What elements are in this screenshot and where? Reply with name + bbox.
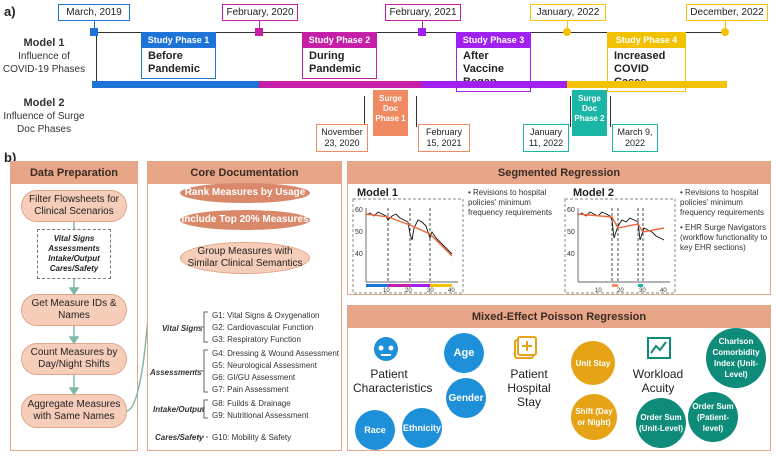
svg-text:40: 40 [567,251,575,258]
svg-text:40: 40 [660,288,667,294]
m1-ytick-50: 50 [355,229,363,236]
surge1-end: February 15, 2021 [418,124,470,152]
svg-text:30: 30 [427,288,434,294]
svg-text:60: 60 [567,207,575,214]
count-measures-step: Count Measures by Day/Night Shifts [21,343,127,375]
milestone-dot-2 [255,28,263,36]
phase1-body: Before Pandemic [141,47,216,79]
var-ethnicity: Ethnicity [402,408,442,448]
phase2-body: During Pandemic [302,47,377,79]
group-g2: G2: Cardiovascular Function [212,323,314,332]
var-age: Age [444,333,484,373]
seg-plot-model1: 60 50 40 10 20 30 40 [352,198,464,294]
patient-characteristics-label: Patient Characteristics [353,367,433,395]
seg-model2-bullets: • Revisions to hospital policies' minimu… [680,188,768,252]
phase3-head: Study Phase 3 [456,32,531,48]
surge2-start: January 11, 2022 [523,124,569,152]
date-box-february-2021: February, 2021 [385,4,461,21]
group-g3: G3: Respiratory Function [212,335,301,344]
surge2-head: Surge Doc Phase 2 [572,90,607,136]
milestone-dot-4 [563,28,571,36]
seg-reg-title: Segmented Regression [348,162,770,184]
category-vital-signs: Vital Signs [162,324,203,333]
group-g9: G9: Nutritional Assessment [212,411,309,420]
svg-text:20: 20 [405,288,412,294]
seg-model1-title: Model 1 [357,187,398,199]
seg-plot-model2: 60 50 40 10 20 30 40 [564,198,676,294]
data-prep-title: Data Preparation [11,162,137,184]
model2-title: Model 2 Influence of Surge Doc Phases [3,97,85,135]
scenario-list: Vital Signs Assessments Intake/Output Ca… [37,229,111,279]
hospital-stay-icon [514,336,537,359]
var-gender: Gender [446,378,486,418]
seg-model1-bullets: • Revisions to hospital policies' minimu… [468,188,553,217]
m1-ytick-40: 40 [355,251,363,258]
var-order-sum-patient: Order Sum (Patient-level) [688,392,738,442]
get-measure-ids-step: Get Measure IDs & Names [21,294,127,326]
timeline-line [96,32,726,33]
date-box-march-2019: March, 2019 [58,4,130,21]
group-g5: G5: Neurological Assessment [212,361,317,370]
phase2-bar [259,81,422,88]
group-g4: G4: Dressing & Wound Assessment [212,349,340,358]
surge1-start: November 23, 2020 [316,124,368,152]
var-order-sum-unit: Order Sum (Unit-Level) [636,398,686,448]
group-g6: G6: GI/GU Assessment [212,373,296,382]
var-unit-stay: Unit Stay [571,341,615,385]
category-assessments: Assessments [150,368,202,377]
include-top-step: Include Top 20% Measures [180,210,310,230]
group-g7: G7: Pain Assessment [212,385,289,394]
workload-icon [647,337,671,359]
patient-icon [374,337,398,361]
section-a-label: a) [4,4,16,19]
svg-text:30: 30 [639,288,646,294]
group-g10: G10: Mobility & Safety [212,433,292,442]
surge2-end: March 9, 2022 [612,124,658,152]
svg-text:20: 20 [617,288,624,294]
date-box-december-2022: December, 2022 [686,4,768,21]
svg-text:40: 40 [448,288,455,294]
var-shift: Shift (Day or Night) [571,394,617,440]
phase2-head: Study Phase 2 [302,32,377,48]
svg-text:50: 50 [567,229,575,236]
phase1-head: Study Phase 1 [141,32,216,48]
category-cares-safety: Cares/Safety [155,433,204,442]
milestone-dot-1 [90,28,98,36]
date-box-february-2020: February, 2020 [222,4,298,21]
milestone-dot-5 [721,28,729,36]
seg-model2-title: Model 2 [573,187,614,199]
category-intake-output: Intake/Output [153,405,205,414]
poisson-title: Mixed-Effect Poisson Regression [348,306,770,328]
workload-acuity-label: Workload Acuity [632,367,684,395]
phase3-bar [422,81,567,88]
phase4-bar [567,81,727,88]
phase4-head: Study Phase 4 [607,32,686,48]
group-g1: G1: Vital Signs & Oxygenation [212,311,320,320]
m1-ytick-60: 60 [355,207,363,214]
model1-title: Model 1 Influence of COVID-19 Phases [2,37,86,75]
svg-text:10: 10 [383,288,390,294]
var-race: Race [355,410,395,450]
core-doc-panel: Core Documentation [147,161,342,451]
filter-flowsheets-step: Filter Flowsheets for Clinical Scenarios [21,190,127,222]
group-g8: G8: Fuilds & Drainage [212,399,291,408]
date-box-january-2022: January, 2022 [530,4,606,21]
phase1-bar [92,81,259,88]
group-measures-step: Group Measures with Similar Clinical Sem… [180,242,310,274]
rank-measures-step: Rank Measures by Usage [180,183,310,203]
surge1-head: Surge Doc Phase 1 [373,90,408,136]
aggregate-measures-step: Aggregate Measures with Same Names [21,394,127,428]
hospital-stay-label: Patient Hospital Stay [507,367,551,409]
svg-text:10: 10 [595,288,602,294]
timeline-tick [96,33,97,83]
core-doc-title: Core Documentation [148,162,341,184]
var-charlson: Charlson Comorbidity Index (Unit-Level) [706,328,766,388]
milestone-dot-3 [418,28,426,36]
